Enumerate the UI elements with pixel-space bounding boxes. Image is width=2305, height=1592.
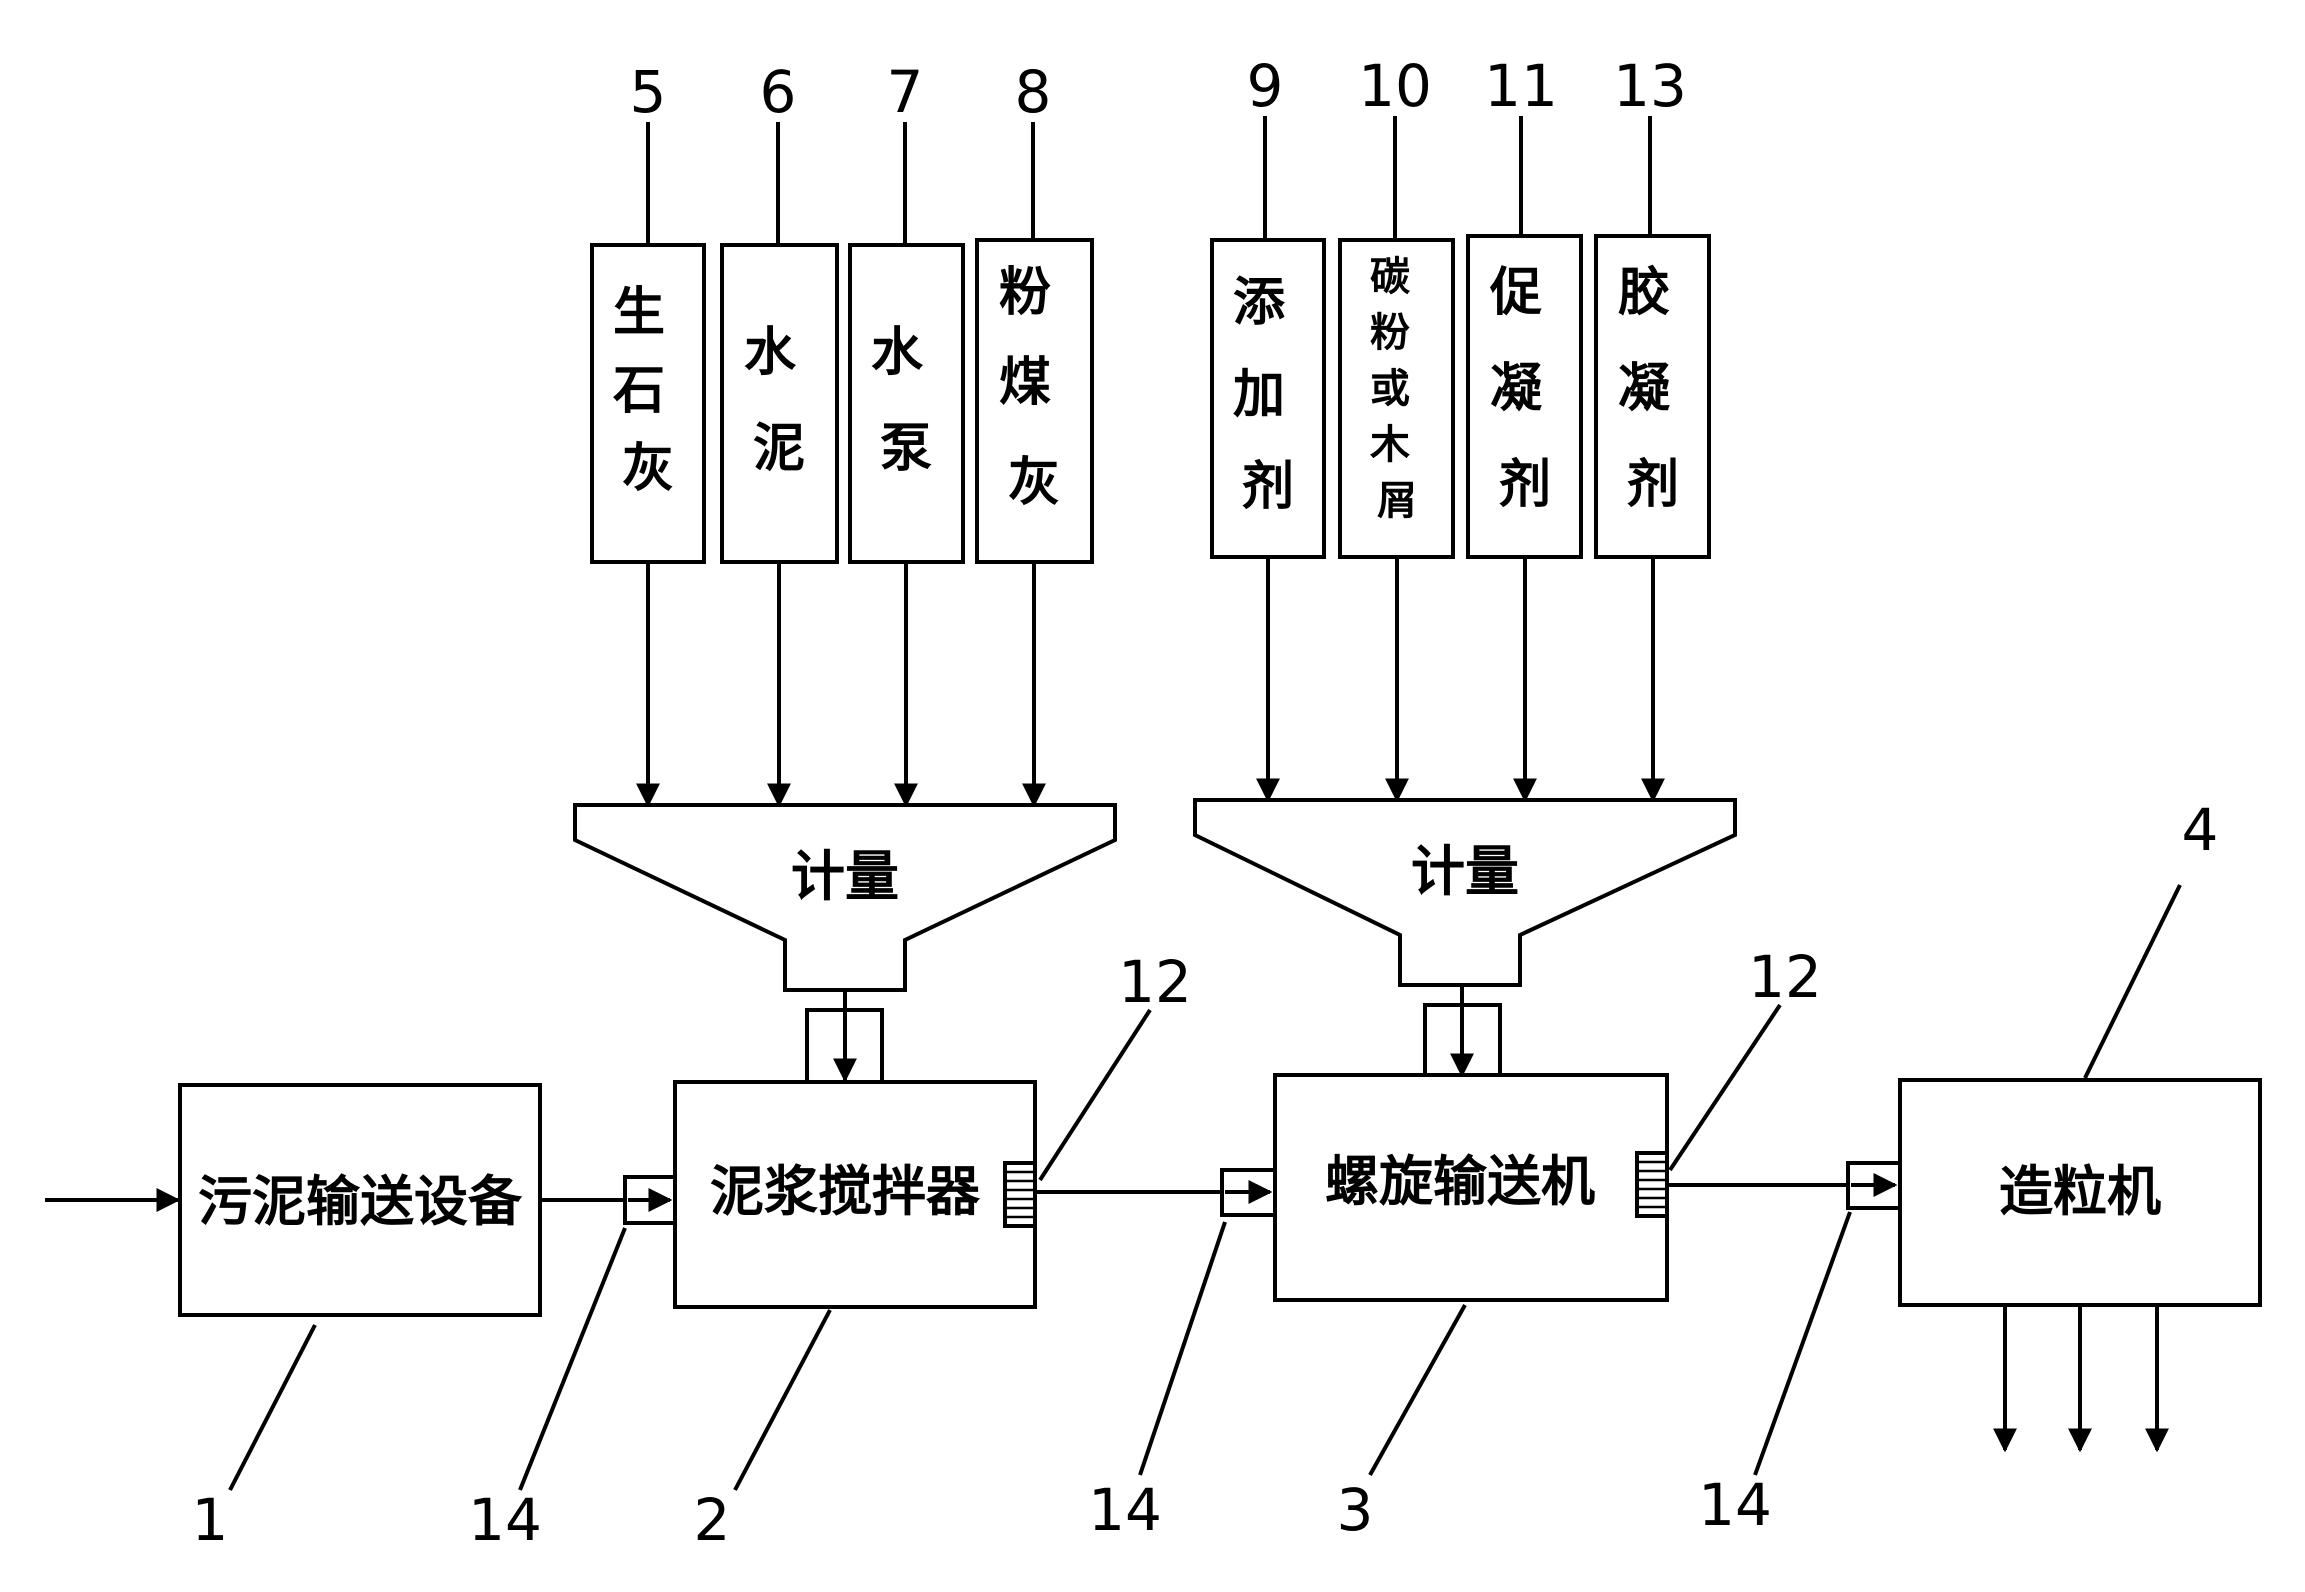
label-number-9: 9 <box>1247 52 1284 120</box>
sludge-conveying-equipment: 污泥输送设备 <box>178 1083 542 1317</box>
char: 胶 <box>1618 263 1670 323</box>
label-number-10: 10 <box>1358 52 1432 120</box>
char: 凝 <box>1490 359 1542 419</box>
char: 凝 <box>1618 359 1670 419</box>
char: 加 <box>1233 365 1285 425</box>
label-number-13: 13 <box>1613 52 1687 120</box>
char: 碳 <box>1370 254 1411 300</box>
material-label: 水 泵 <box>871 323 941 479</box>
granulator: 造粒机 <box>1898 1078 2262 1307</box>
char: 促 <box>1489 263 1542 323</box>
material-box-coagulant: 胶 凝 剂 <box>1594 234 1711 559</box>
material-label: 添 加 剂 <box>1233 273 1303 517</box>
material-box-carbon-or-sawdust: 碳 粉 或 木 屑 <box>1338 238 1455 559</box>
char: 煤 <box>999 353 1051 413</box>
label-number-14-c: 14 <box>1698 1471 1772 1539</box>
equipment-label: 污泥输送设备 <box>198 1170 523 1233</box>
char: 剂 <box>1627 455 1679 515</box>
metering-hopper-left: 计量 <box>573 803 1117 992</box>
slurry-mixer: 泥浆搅拌器 <box>673 1080 1037 1309</box>
material-box-quicklime: 生 石 灰 <box>590 243 706 564</box>
char: 粉 <box>1370 310 1410 356</box>
material-box-accelerator: 促 凝 剂 <box>1466 234 1583 559</box>
label-number-4: 4 <box>2182 796 2219 864</box>
char: 剂 <box>1499 455 1551 515</box>
char: 泵 <box>880 419 932 479</box>
outlet-grille <box>1003 1161 1037 1228</box>
material-label: 碳 粉 或 木 屑 <box>1370 254 1424 524</box>
label-number-6: 6 <box>760 58 797 126</box>
hopper-label: 计量 <box>1411 840 1519 903</box>
material-box-fly-ash: 粉 煤 灰 <box>975 238 1094 564</box>
label-number-12-a: 12 <box>1118 948 1192 1016</box>
char: 添 <box>1233 273 1285 333</box>
label-number-11: 11 <box>1484 52 1558 120</box>
screw-conveyor: 螺旋输送机 <box>1273 1073 1669 1302</box>
char: 灰 <box>622 439 674 499</box>
char: 灰 <box>1008 453 1060 513</box>
char: 水 <box>871 323 924 383</box>
char: 木 <box>1370 422 1410 468</box>
char: 剂 <box>1242 457 1294 517</box>
label-number-3: 3 <box>1337 1476 1374 1544</box>
outlet-grille <box>1635 1151 1669 1218</box>
material-label: 促 凝 剂 <box>1489 263 1560 515</box>
material-box-additive: 添 加 剂 <box>1210 238 1326 559</box>
char: 泥 <box>753 419 805 479</box>
label-number-2: 2 <box>694 1486 731 1554</box>
material-label: 粉 煤 灰 <box>999 263 1069 513</box>
label-number-5: 5 <box>630 58 667 126</box>
char: 粉 <box>999 263 1051 323</box>
label-number-14-b: 14 <box>1088 1476 1162 1544</box>
equipment-label: 螺旋输送机 <box>1325 1150 1595 1213</box>
material-box-cement: 水 泥 <box>720 243 839 564</box>
equipment-label: 泥浆搅拌器 <box>710 1160 981 1223</box>
char: 石 <box>613 361 665 421</box>
label-number-7: 7 <box>887 58 924 126</box>
material-box-water-pump: 水 泵 <box>848 243 965 564</box>
equipment-label: 造粒机 <box>1999 1160 2161 1223</box>
char: 屑 <box>1377 478 1417 524</box>
char: 水 <box>744 323 797 383</box>
material-label: 胶 凝 剂 <box>1618 263 1688 515</box>
material-label: 水 泥 <box>744 323 814 479</box>
label-number-1: 1 <box>192 1486 229 1554</box>
char: 生 <box>613 283 665 343</box>
label-number-14-a: 14 <box>468 1486 542 1554</box>
label-number-8: 8 <box>1015 58 1052 126</box>
material-label: 生 石 灰 <box>613 283 683 499</box>
char: 或 <box>1370 366 1410 412</box>
label-number-12-b: 12 <box>1748 943 1822 1011</box>
hopper-label: 计量 <box>791 845 899 908</box>
metering-hopper-right: 计量 <box>1193 798 1737 987</box>
